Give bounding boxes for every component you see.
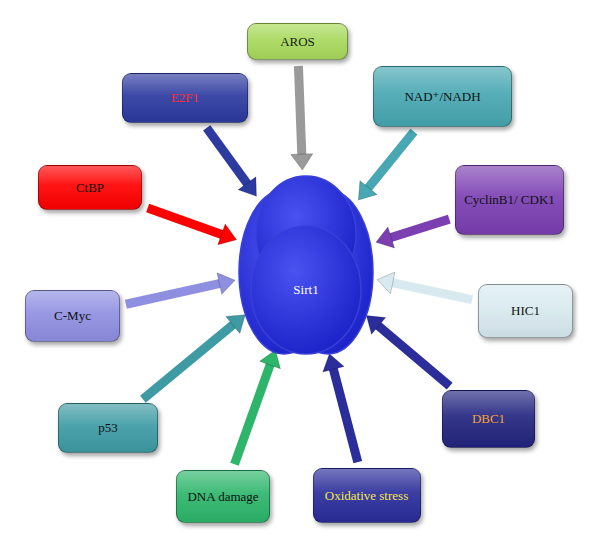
node-label: HIC1: [507, 303, 544, 319]
hic1-box: HIC1: [478, 284, 573, 338]
dbc1-box: DBC1: [442, 390, 535, 448]
dna-damage-box: DNA damage: [176, 470, 270, 523]
node-label: Oxidative stress: [321, 488, 412, 504]
block-arrow: [358, 132, 414, 200]
block-arrow: [126, 273, 235, 304]
ctbp-box: CtBP: [38, 165, 142, 210]
block-arrow: [207, 128, 257, 196]
oxidative-stress-box: Oxidative stress: [313, 468, 421, 523]
block-arrow: [366, 316, 449, 387]
node-label: DBC1: [468, 411, 509, 427]
block-arrow: [235, 350, 281, 464]
e2f1-box: E2F1: [122, 73, 248, 123]
node-label: E2F1: [167, 90, 203, 106]
block-arrow: [291, 66, 313, 170]
node-label: Sirt1: [289, 282, 322, 298]
block-arrow: [323, 354, 358, 462]
sirt1-shape: [236, 172, 376, 357]
node-label: NAD⁺/NADH: [400, 89, 484, 105]
block-arrow: [148, 208, 237, 245]
node-label: p53: [94, 420, 122, 436]
node-label: AROS: [276, 34, 319, 50]
p53-box: p53: [58, 403, 158, 453]
block-arrow: [377, 272, 472, 300]
cyclin-box: CyclinB1/ CDK1: [455, 165, 564, 235]
nad-box: NAD⁺/NADH: [373, 66, 512, 127]
node-label: CyclinB1/ CDK1: [460, 192, 559, 208]
cmyc-box: C-Myc: [25, 290, 120, 342]
sirt1-protein: Sirt1: [236, 172, 376, 357]
block-arrow: [143, 315, 245, 399]
node-label: CtBP: [72, 180, 108, 196]
aros-box: AROS: [247, 23, 348, 60]
block-arrow: [376, 219, 449, 248]
node-label: DNA damage: [183, 489, 262, 505]
node-label: C-Myc: [50, 308, 95, 324]
